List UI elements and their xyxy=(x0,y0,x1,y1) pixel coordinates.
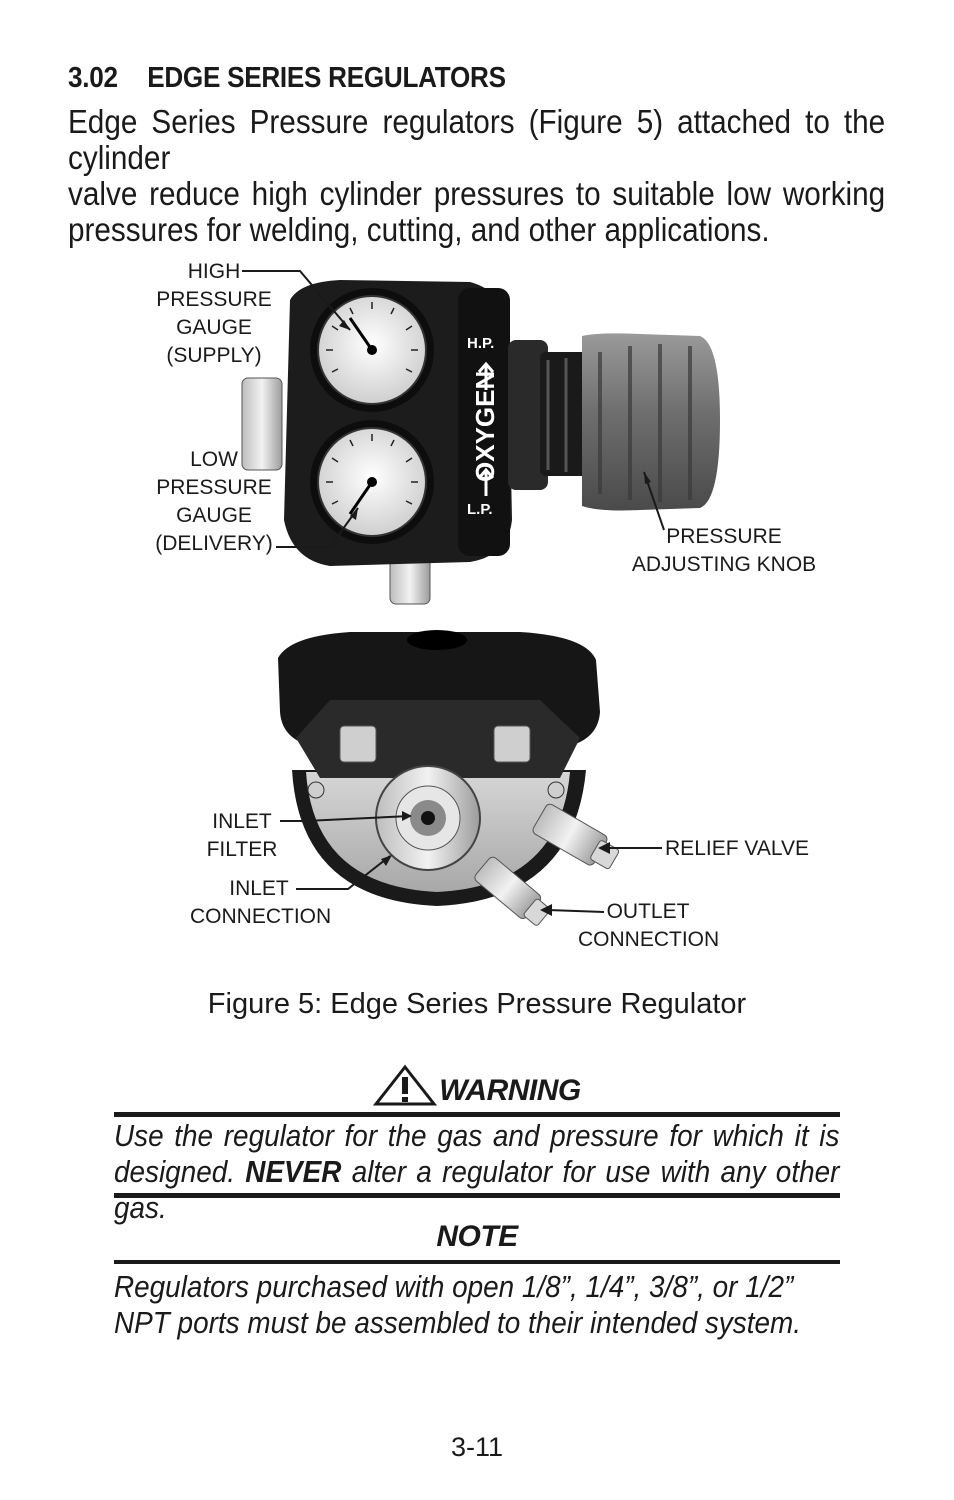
label-relief-valve: RELIEF VALVE xyxy=(664,835,810,863)
front-view: H.P. L.P. OXYGEN xyxy=(241,270,720,605)
label-line: GAUGE xyxy=(176,316,252,339)
label-line: (SUPPLY) xyxy=(166,344,262,367)
intro-line-1: Edge Series Pressure regulators (Figure … xyxy=(68,103,886,176)
section-heading: 3.02 EDGE SERIES REGULATORS xyxy=(68,62,806,95)
note-rule xyxy=(114,1260,840,1264)
label-line: LOW xyxy=(190,448,238,471)
regulator-illustration: H.P. L.P. OXYGEN xyxy=(241,270,720,926)
warning-line-2: designed. NEVER alter a regulator for us… xyxy=(114,1154,839,1226)
label-low-pressure-gauge: LOW PRESSURE GAUGE (DELIVERY) xyxy=(140,446,288,558)
label-inlet-filter: INLET FILTER xyxy=(196,808,288,864)
intro-line-3: pressures for welding, cutting, and othe… xyxy=(68,211,770,248)
label-line: CONNECTION xyxy=(578,928,720,951)
label-line: ADJUSTING KNOB xyxy=(631,553,817,576)
label-line: PRESSURE xyxy=(156,288,272,311)
label-line: PRESSURE xyxy=(156,476,272,499)
bottom-view xyxy=(278,630,662,926)
label-line: PRESSURE xyxy=(666,525,782,548)
label-line: GAUGE xyxy=(176,504,252,527)
intro-paragraph: Edge Series Pressure regulators (Figure … xyxy=(68,104,885,248)
label-line: INLET xyxy=(229,877,289,900)
regulator-figure: H.P. L.P. OXYGEN xyxy=(140,258,826,954)
warning-line-2-start: designed. xyxy=(114,1154,246,1189)
label-line: (DELIVERY) xyxy=(155,532,273,555)
warning-top-rule xyxy=(114,1112,840,1117)
warning-bottom-rule xyxy=(114,1193,840,1198)
note-line-1: Regulators purchased with open 1/8”, 1/4… xyxy=(114,1269,794,1304)
warning-heading: WARNING xyxy=(0,1064,954,1114)
label-line: INLET xyxy=(212,810,272,833)
lp-marking: L.P. xyxy=(467,501,493,518)
warning-title: WARNING xyxy=(439,1074,581,1107)
warning-line-1: Use the regulator for the gas and pressu… xyxy=(114,1118,840,1153)
warning-text: Use the regulator for the gas and pressu… xyxy=(114,1118,839,1226)
hp-marking: H.P. xyxy=(467,335,494,352)
label-line: HIGH xyxy=(187,260,241,283)
note-title: NOTE xyxy=(436,1220,518,1253)
page-number: 3-11 xyxy=(450,1432,504,1462)
label-inlet-connection: INLET CONNECTION xyxy=(190,875,332,931)
intro-line-2: valve reduce high cylinder pressures to … xyxy=(68,175,886,212)
label-outlet-connection: OUTLET CONNECTION xyxy=(578,898,720,954)
label-line: FILTER xyxy=(206,838,278,861)
label-line: CONNECTION xyxy=(190,905,332,928)
section-number: 3.02 xyxy=(68,62,118,94)
warning-triangle-icon xyxy=(373,1064,438,1114)
note-text: Regulators purchased with open 1/8”, 1/4… xyxy=(114,1269,839,1341)
section-title: EDGE SERIES REGULATORS xyxy=(147,62,506,94)
note-line-2: NPT ports must be assembled to their int… xyxy=(114,1305,801,1340)
warning-never: NEVER xyxy=(245,1154,342,1189)
figure-caption: Figure 5: Edge Series Pressure Regulator xyxy=(207,988,747,1020)
label-line: RELIEF VALVE xyxy=(665,837,809,860)
label-pressure-adjusting-knob: PRESSURE ADJUSTING KNOB xyxy=(622,523,826,579)
label-high-pressure-gauge: HIGH PRESSURE GAUGE (SUPPLY) xyxy=(140,258,288,370)
label-line: OUTLET xyxy=(606,900,690,923)
